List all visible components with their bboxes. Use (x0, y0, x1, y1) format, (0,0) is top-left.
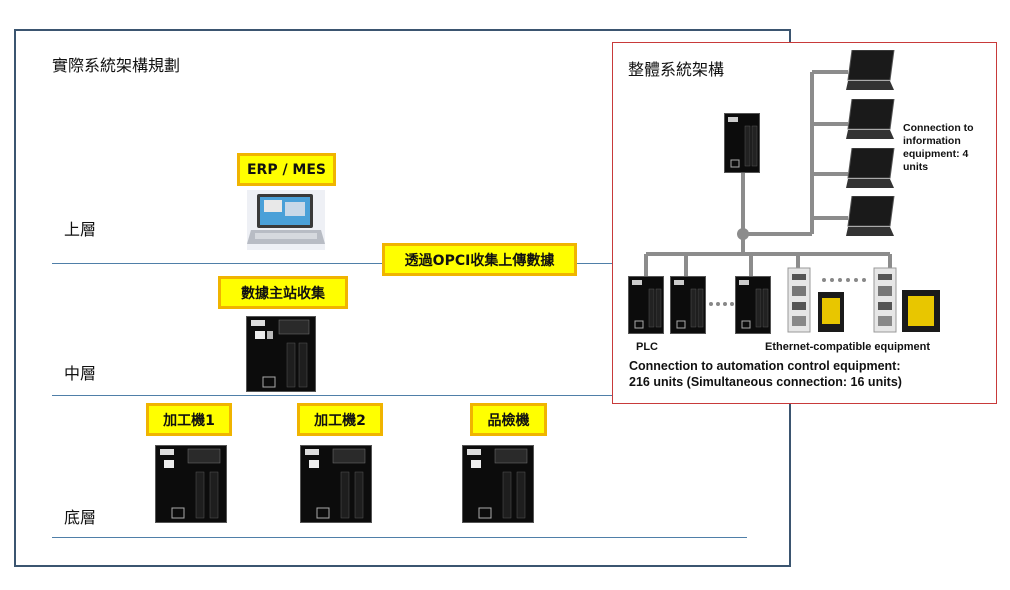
machine-2-box: 加工機2 (297, 403, 383, 436)
inspection-machine-box: 品檢機 (470, 403, 547, 436)
erp-mes-box: ERP / MES (237, 153, 336, 186)
machine-1-box: 加工機1 (146, 403, 232, 436)
ethernet-device-1-icon (787, 267, 844, 333)
network-lines (644, 70, 892, 276)
data-master-box: 數據主站收集 (218, 276, 348, 309)
plc-ellipsis-icon (709, 302, 734, 306)
info-laptop-4-icon (846, 196, 895, 236)
layer-middle-label: 中層 (64, 364, 97, 383)
overall-architecture-panel (612, 42, 997, 404)
layer-divider-lower (52, 537, 747, 538)
plc-unit-3-icon (735, 276, 771, 334)
ethernet-caption: Ethernet-compatible equipment (765, 341, 931, 353)
plc-unit-2-icon (670, 276, 706, 334)
plc-caption: PLC (636, 341, 658, 353)
plc-unit-1-icon (628, 276, 664, 334)
info-laptop-3-icon (846, 148, 895, 188)
erp-laptop-icon (247, 190, 325, 250)
layer-upper-label: 上層 (64, 220, 97, 239)
ethernet-device-2-icon (873, 267, 940, 333)
info-laptop-1-icon (846, 50, 895, 90)
ethernet-ellipsis-icon (822, 278, 866, 282)
machine-2-plc-icon (300, 445, 372, 523)
automation-caption-line2: 216 units (Simultaneous connection: 16 u… (629, 375, 902, 389)
info-equipment-caption: Connection to information equipment: 4 u… (903, 122, 974, 173)
info-laptop-2-icon (846, 99, 895, 139)
layer-divider-middle (52, 395, 747, 396)
frame-title: 實際系統架構規劃 (52, 56, 181, 75)
panel-title: 整體系統架構 (628, 60, 725, 79)
inspection-plc-icon (462, 445, 534, 523)
layer-lower-label: 底層 (64, 508, 97, 527)
central-plc-icon (724, 113, 760, 173)
automation-caption-line1: Connection to automation control equipme… (629, 359, 901, 373)
layer-divider-upper (52, 263, 612, 264)
master-plc-icon (246, 316, 316, 392)
machine-1-plc-icon (155, 445, 227, 523)
opc-upload-box: 透過OPCI收集上傳數據 (382, 243, 577, 276)
